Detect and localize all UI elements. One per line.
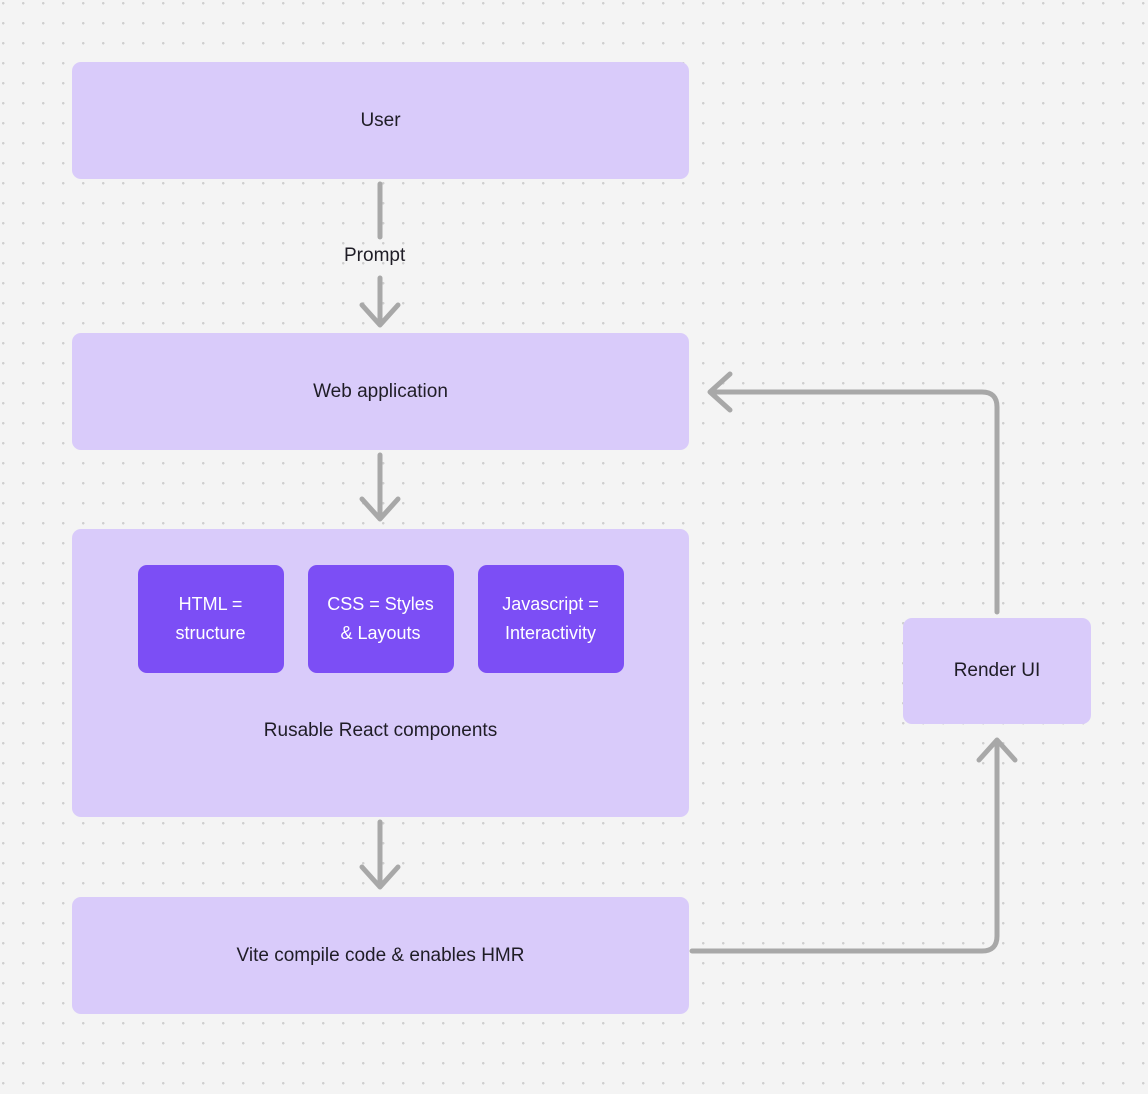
node-render-ui[interactable]: Render UI [903,618,1091,724]
chip-html-label: HTML = structure [175,594,246,643]
node-vite-label: Vite compile code & enables HMR [236,944,525,966]
node-reusable-components[interactable]: HTML = structure CSS = Styles & Layouts … [72,529,689,817]
edge-render-to-webapp [707,371,1000,615]
chip-html[interactable]: HTML = structure [137,565,284,673]
node-user-label: User [360,109,401,131]
node-render-ui-label: Render UI [953,660,1041,682]
chip-css-label: CSS = Styles & Layouts [327,594,434,643]
edge-components-to-vite [359,819,401,890]
node-web-application[interactable]: Web application [72,333,689,450]
node-web-application-label: Web application [313,380,448,402]
edge-prompt-to-webapp [359,275,401,328]
chip-javascript-label: Javascript = Interactivity [502,594,599,643]
node-user[interactable]: User [72,62,689,179]
edge-label-prompt: Prompt [344,245,406,266]
components-caption: Rusable React components [263,720,498,741]
edge-vite-to-render [689,737,1018,954]
chip-javascript[interactable]: Javascript = Interactivity [477,565,624,673]
node-vite[interactable]: Vite compile code & enables HMR [72,897,689,1014]
edge-webapp-to-components [359,452,401,522]
chip-css[interactable]: CSS = Styles & Layouts [307,565,454,673]
chips-row: HTML = structure CSS = Styles & Layouts … [72,565,689,673]
